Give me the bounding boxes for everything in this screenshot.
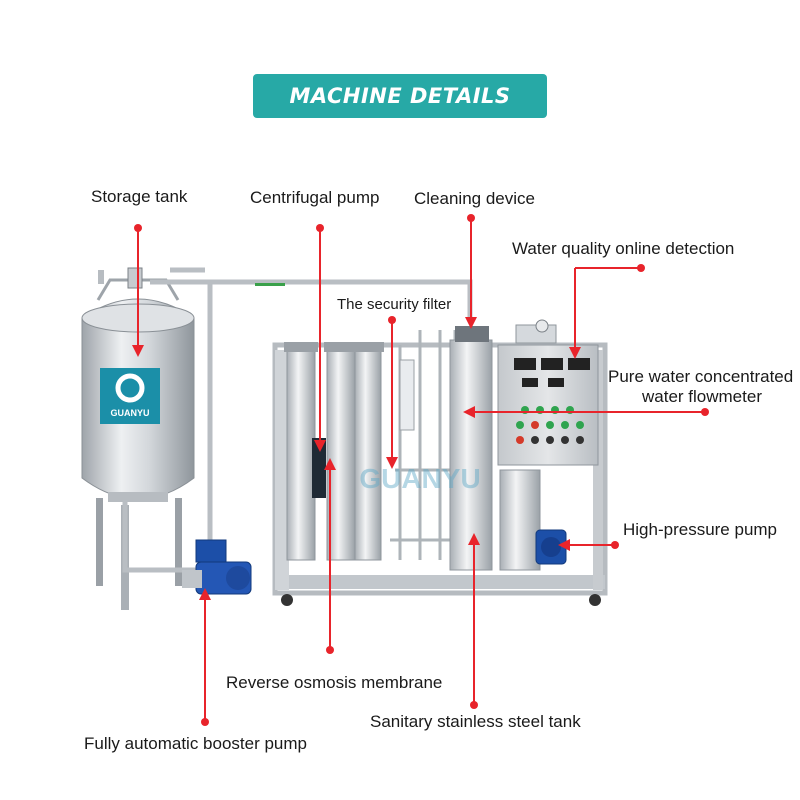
control-panel [497,319,599,466]
ro-membranes [284,342,384,561]
pointers [132,214,709,726]
label-storage-tank: Storage tank [91,187,188,206]
security-filter [449,339,493,571]
label-flowmeter-line1: Pure water concentrated [608,367,794,386]
tank-logo-text: GUANYU [110,408,149,418]
label-ro-membrane: Reverse osmosis membrane [226,673,443,692]
label-steel-tank: Sanitary stainless steel tank [370,712,581,731]
label-high-pressure-pump: High-pressure pump [623,520,778,539]
page-title: MACHINE DETAILS [289,84,511,108]
centrifugal-pump-body [312,438,326,498]
label-cleaning-device: Cleaning device [414,189,535,208]
stainless-tank [499,469,541,571]
label-security-filter: The security filter [337,296,452,313]
tank-leg [96,498,103,586]
booster-pump [182,539,252,595]
label-booster-pump: Fully automatic booster pump [84,734,307,753]
high-pressure-pump [535,529,567,565]
label-water-quality: Water quality online detection [512,239,735,258]
watermark-text: GUANYU [359,463,480,494]
tank-leg [175,498,182,586]
label-flowmeter-line2: water flowmeter [642,387,762,406]
label-centrifugal-pump: Centrifugal pump [250,188,380,207]
title-banner: MACHINE DETAILS [253,74,547,118]
